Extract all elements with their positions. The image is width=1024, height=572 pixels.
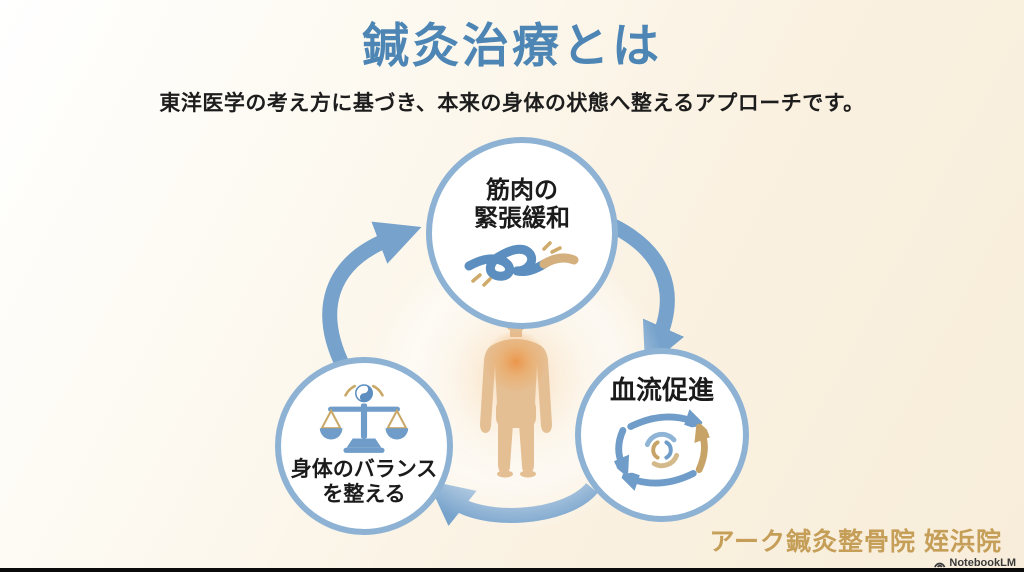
watermark-label: NotebookLM (949, 557, 1016, 569)
chest-glow (484, 330, 548, 394)
circulation-arrows-icon (612, 405, 712, 495)
notebooklm-logo-icon (934, 562, 946, 568)
letterbox-bar (0, 568, 1024, 572)
clinic-brand-text: アーク鍼灸整骨院 姪浜院 (709, 528, 1002, 556)
node-label: 緊張緩和 (474, 205, 570, 232)
node-label: を整える (322, 483, 406, 506)
yin-yang-icon (355, 384, 373, 403)
arrow-muscle-to-blood (601, 215, 685, 369)
node-blood-flow: 血流促進 (575, 348, 749, 522)
notebooklm-watermark: NotebookLM (933, 557, 1016, 569)
arrow-balance-to-muscle (322, 221, 422, 372)
node-body-balance: 身体のバランス を整える (275, 357, 453, 535)
page-title: 鍼灸治療とは (362, 19, 662, 72)
balance-scale-icon (319, 384, 409, 454)
node-label: 血流促進 (609, 374, 714, 405)
node-label: 身体のバランス (290, 458, 438, 482)
page-subtitle: 東洋医学の考え方に基づき、本来の身体の状態へ整えるアプローチです。 (159, 92, 865, 115)
node-label: 筋肉の (486, 176, 558, 204)
node-muscle-tension: 筋肉の 緊張緩和 (426, 137, 618, 329)
knot-icon (464, 241, 579, 288)
